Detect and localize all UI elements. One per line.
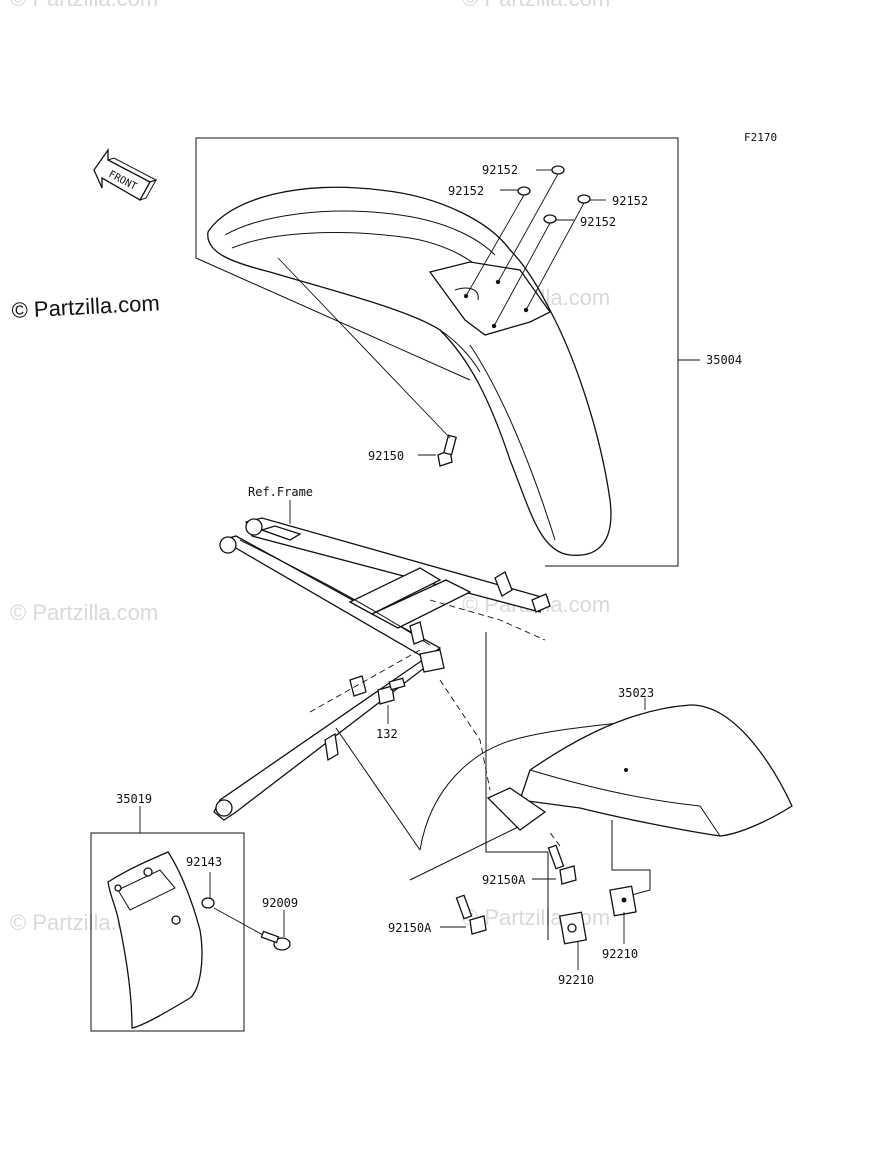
label-35004: 35004: [706, 353, 742, 367]
label-92150A: 92150A: [388, 921, 432, 935]
watermark: © Partzilla.com: [10, 0, 158, 11]
label-35023: 35023: [618, 686, 654, 700]
label-92152: 92152: [448, 184, 484, 198]
label-92152: 92152: [580, 215, 616, 229]
ref-frame-label: Ref.Frame: [248, 485, 313, 499]
front-arrow-icon: FRONT: [93, 147, 158, 201]
rear-fender-group: [335, 632, 793, 970]
label-92152: 92152: [482, 163, 518, 177]
bolt-92150: [437, 434, 457, 467]
label-92150A: 92150A: [482, 873, 526, 887]
figure-code: F2170: [744, 131, 777, 144]
label-92150: 92150: [368, 449, 404, 463]
rear-fender: [519, 704, 793, 837]
label-35019: 35019: [116, 792, 152, 806]
mud-flap: [107, 851, 203, 1029]
watermark: © Partzilla.com: [462, 0, 610, 11]
front-fender-group: [195, 137, 700, 567]
mudflap-group: [90, 806, 291, 1032]
label-92009: 92009: [262, 896, 298, 910]
label-92143: 92143: [186, 855, 222, 869]
front-fender: [207, 186, 612, 556]
label-132: 132: [376, 727, 398, 741]
label-92210: 92210: [558, 973, 594, 987]
brand-mark: © Partzilla.com: [11, 290, 160, 323]
frame-reference: [213, 517, 551, 821]
label-92152: 92152: [612, 194, 648, 208]
label-92210: 92210: [602, 947, 638, 961]
watermark: © Partzilla.com: [10, 600, 158, 625]
watermark: © Partzilla.com: [462, 905, 610, 930]
